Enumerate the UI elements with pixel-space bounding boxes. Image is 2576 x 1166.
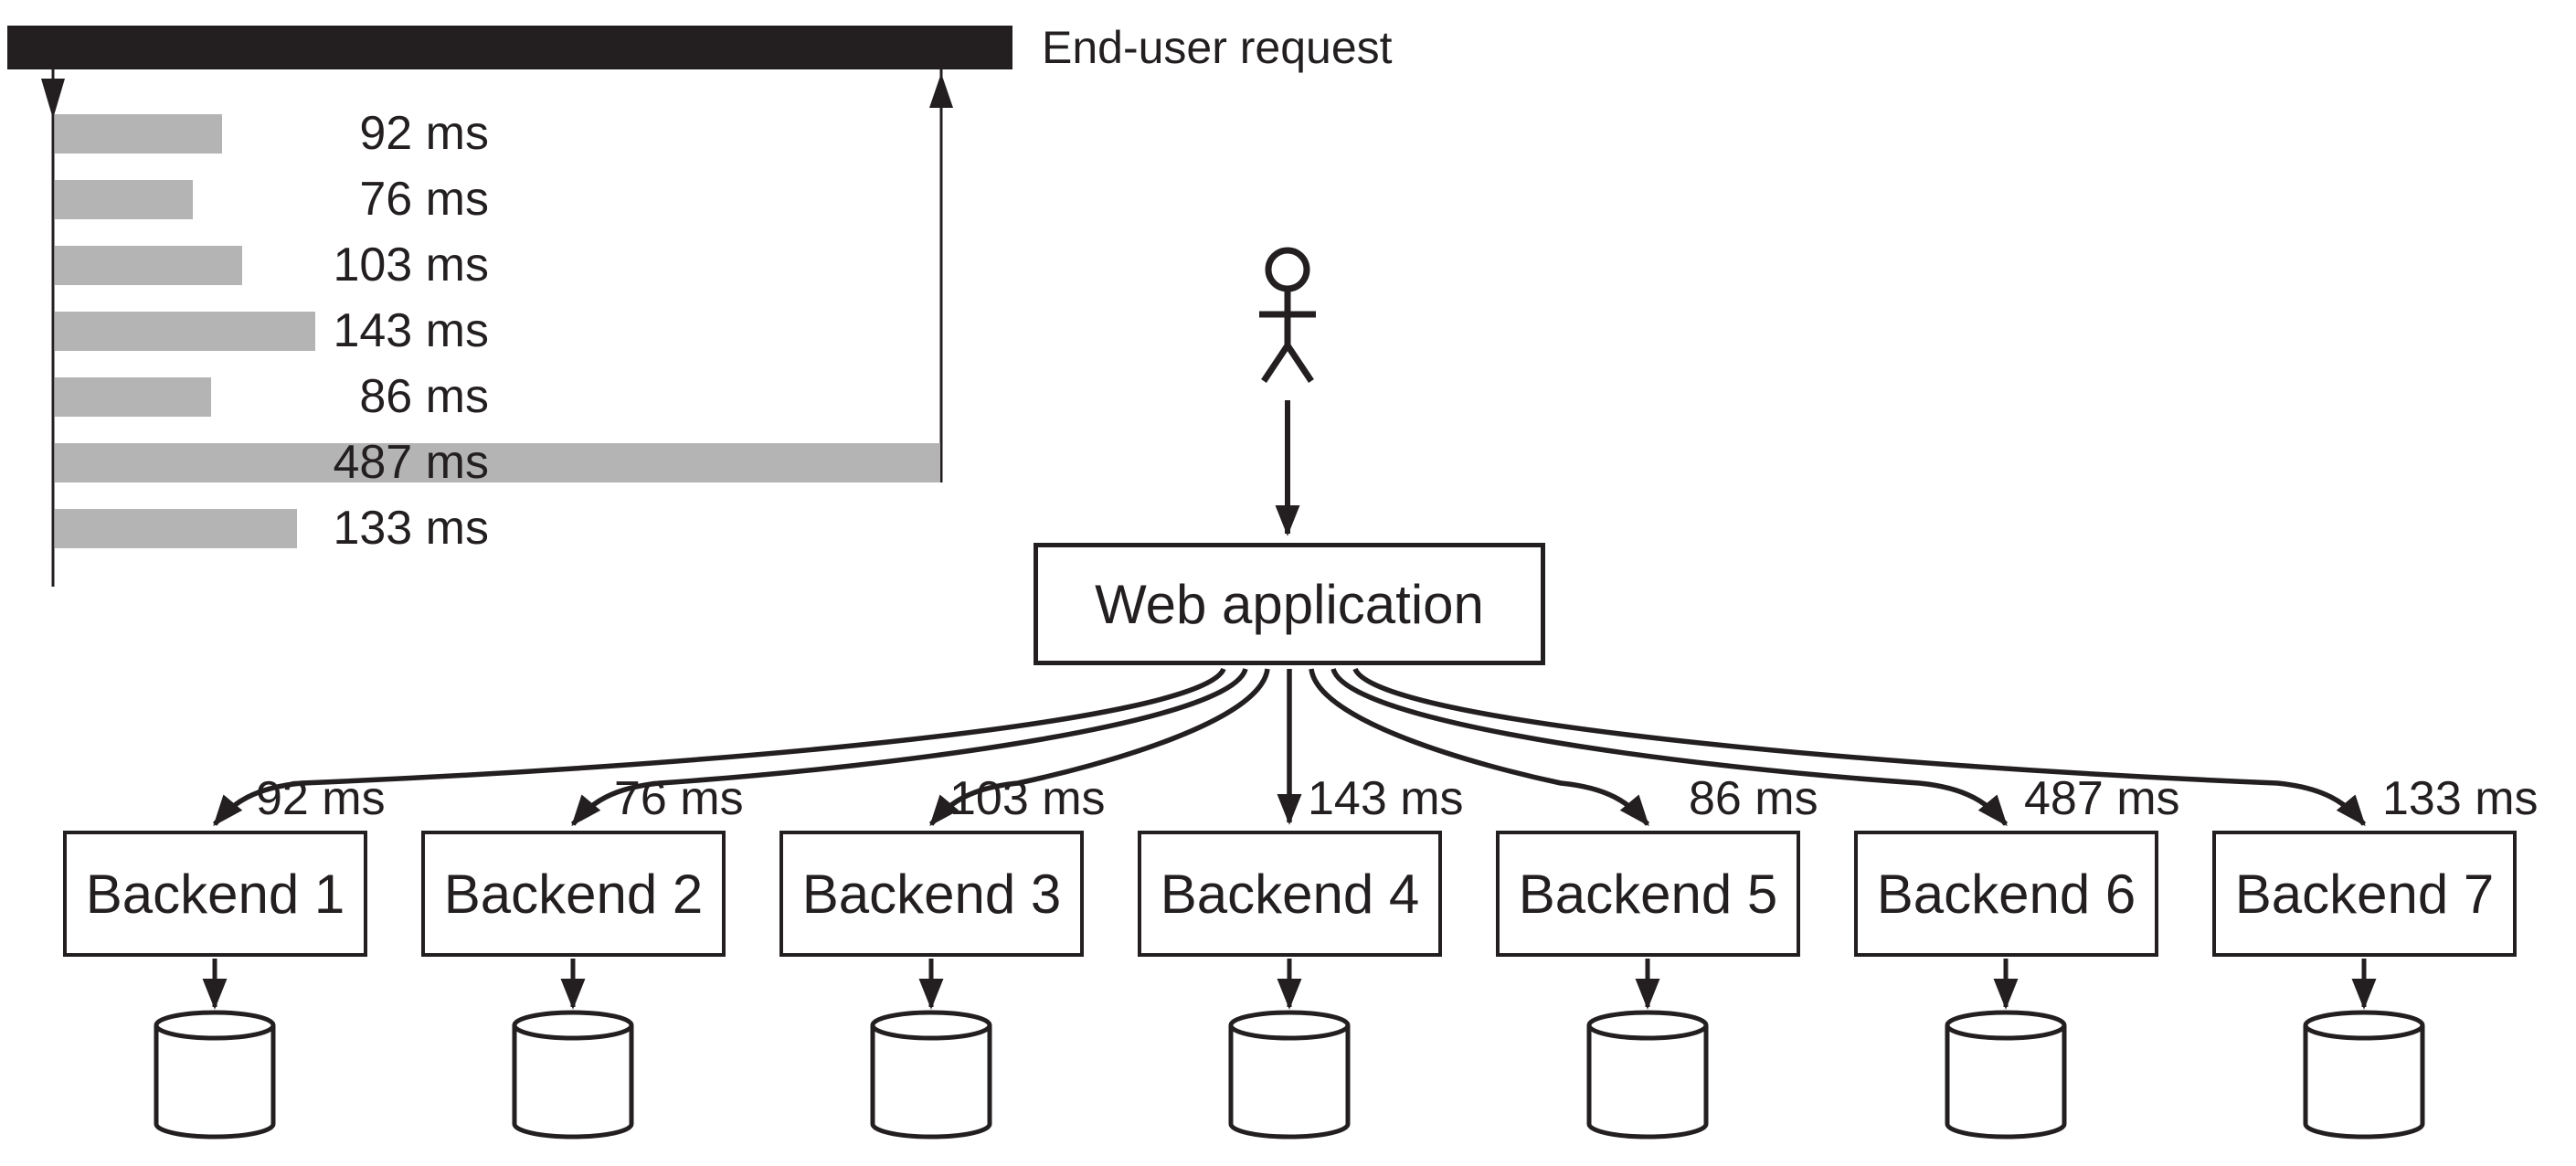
latency-bar bbox=[55, 180, 193, 219]
latency-bar bbox=[55, 377, 211, 417]
backend-box: Backend 1 bbox=[63, 831, 367, 957]
latency-bar-label: 133 ms bbox=[333, 502, 489, 555]
latency-bar-label: 143 ms bbox=[333, 304, 489, 357]
latency-bar bbox=[55, 443, 940, 482]
database-cylinder-body bbox=[1228, 1025, 1351, 1140]
backend-latency-label: 143 ms bbox=[1308, 772, 1464, 825]
latency-bar-label: 86 ms bbox=[359, 370, 489, 423]
webapp-to-backend-curve bbox=[1352, 667, 2367, 827]
backend-latency-label: 487 ms bbox=[2024, 772, 2180, 825]
database-cylinder-body bbox=[1586, 1025, 1709, 1140]
webapp-to-backend-curve bbox=[928, 668, 1270, 827]
backend-box-label: Backend 7 bbox=[2234, 863, 2495, 925]
end-user-request-label: End-user request bbox=[1042, 22, 1393, 73]
backend-box: Backend 7 bbox=[2212, 831, 2517, 957]
webapp-to-backend-curve bbox=[570, 667, 1248, 827]
backend-box: Backend 5 bbox=[1496, 831, 1800, 957]
database-cylinder-top bbox=[1228, 1010, 1351, 1041]
webapp-to-backend-curve bbox=[1330, 667, 2009, 827]
latency-bar-label: 103 ms bbox=[333, 238, 489, 292]
user-legs bbox=[1261, 339, 1314, 383]
database-cylinder-top bbox=[154, 1010, 276, 1041]
backend-box-label: Backend 2 bbox=[443, 863, 704, 925]
backend-box: Backend 6 bbox=[1854, 831, 2158, 957]
database-cylinder-body bbox=[2303, 1025, 2425, 1140]
web-application-box: Web application bbox=[1034, 543, 1545, 665]
latency-bar-label: 76 ms bbox=[359, 173, 489, 226]
backend-latency-label: 86 ms bbox=[1689, 772, 1818, 825]
webapp-to-backend-curve bbox=[212, 667, 1226, 827]
database-cylinder-top bbox=[1945, 1010, 2067, 1041]
database-cylinder-body bbox=[870, 1025, 992, 1140]
database-cylinder-body bbox=[512, 1025, 634, 1140]
end-user-request-bar bbox=[7, 26, 1012, 69]
backend-latency-label: 103 ms bbox=[949, 772, 1106, 825]
webapp-to-backend-curve bbox=[1309, 668, 1650, 827]
web-application-label: Web application bbox=[1095, 573, 1484, 635]
latency-bar bbox=[55, 312, 315, 351]
database-cylinder-top bbox=[870, 1010, 992, 1041]
database-cylinder-top bbox=[512, 1010, 634, 1041]
database-cylinder-body bbox=[154, 1025, 276, 1140]
user-icon bbox=[1259, 247, 1316, 383]
database-cylinder-top bbox=[1586, 1010, 1709, 1041]
backend-box-label: Backend 4 bbox=[1160, 863, 1420, 925]
latency-bar bbox=[55, 246, 242, 285]
database-cylinder-top bbox=[2303, 1010, 2425, 1041]
backend-box-label: Backend 5 bbox=[1518, 863, 1778, 925]
latency-bar bbox=[55, 114, 222, 154]
backend-latency-label: 76 ms bbox=[614, 772, 744, 825]
user-head bbox=[1265, 247, 1310, 292]
backend-box-label: Backend 3 bbox=[801, 863, 1062, 925]
response-up-arrow bbox=[929, 69, 953, 482]
database-cylinder-body bbox=[1945, 1025, 2067, 1140]
backend-box: Backend 2 bbox=[421, 831, 726, 957]
backend-box-label: Backend 1 bbox=[85, 863, 345, 925]
latency-bar-label: 487 ms bbox=[333, 436, 489, 489]
backend-box-label: Backend 6 bbox=[1876, 863, 2136, 925]
latency-bar bbox=[55, 509, 297, 548]
backend-latency-label: 133 ms bbox=[2382, 772, 2539, 825]
backend-box: Backend 3 bbox=[779, 831, 1084, 957]
backend-latency-label: 92 ms bbox=[256, 772, 386, 825]
backend-box: Backend 4 bbox=[1138, 831, 1442, 957]
latency-bar-label: 92 ms bbox=[359, 107, 489, 160]
request-down-arrow bbox=[41, 69, 65, 587]
